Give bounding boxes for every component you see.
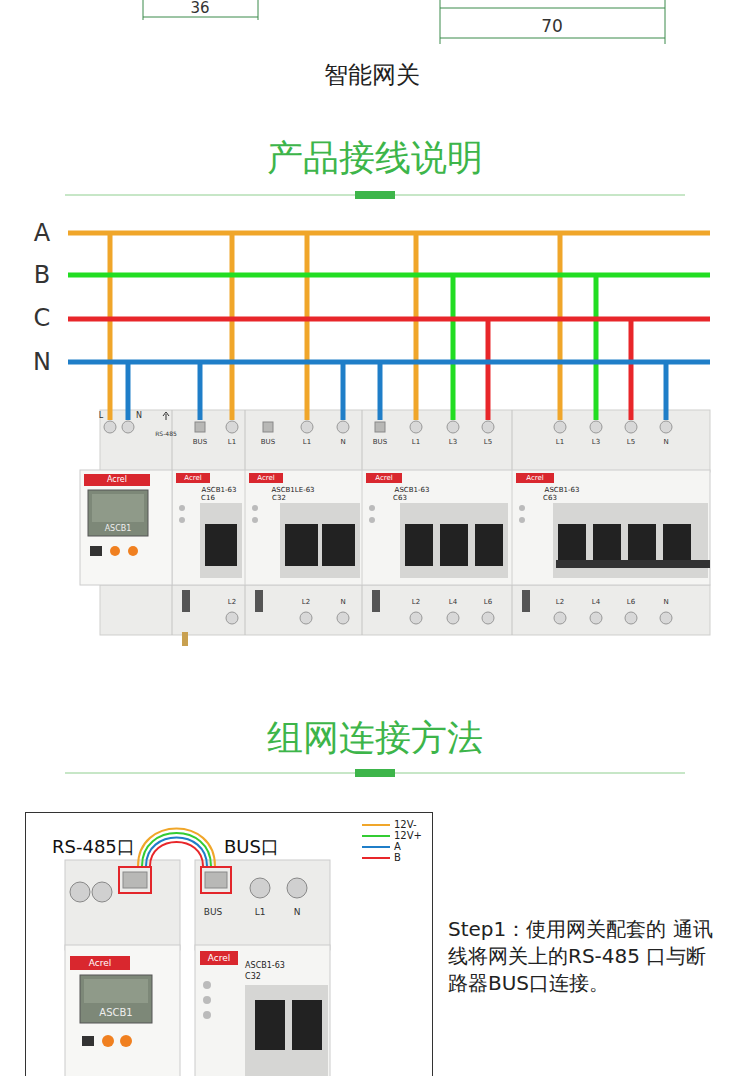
terminal-label: N [663,439,668,446]
terminal-label: L1 [228,439,236,446]
terminal-label: C63 [543,495,557,502]
port-highlight: RS-485口 [118,866,152,894]
cable-wire [142,833,211,866]
terminal-label: L1 [303,439,311,446]
legend-text: B [394,853,401,863]
section-heading: 产品接线说明 [267,140,483,176]
terminal-label: L2 [228,599,236,606]
cable-wire [138,829,215,867]
phase-label: N [33,350,51,374]
terminal-label: N [340,599,345,606]
terminal-label: L3 [592,439,600,446]
step-note: Step1：使用网关配套的 通讯线将网关上的RS-485 口与断路器BUS口连接… [448,916,718,997]
terminal-label: ASCB1 [99,1008,132,1018]
terminal-label: C63 [393,495,407,502]
terminal-label: L2 [556,599,564,606]
terminal-label: Acrel [107,476,127,484]
legend-text: 12V- [394,820,417,830]
terminal-label: N [340,439,345,446]
terminal-label: RS-485 [155,431,177,437]
terminal-label: L1 [255,908,266,917]
port-label: BUS口 [224,838,279,856]
terminal-label: BUS [373,439,387,446]
terminal-label: C32 [245,973,261,981]
terminal-label: BUS [204,908,222,917]
phase-label: A [34,221,50,245]
legend-swatch [362,846,390,848]
terminal-label: 70 [541,18,563,35]
legend-swatch [362,857,390,859]
terminal-label: Acrel [257,475,275,482]
terminal-label: ASCB1LE-63 [271,487,314,494]
terminal-label: Acrel [375,475,393,482]
terminal-label: L4 [449,599,457,606]
terminal-label: N [136,412,142,420]
terminal-label: ASCB1-63 [202,487,237,494]
port-highlight: BUS口 [200,866,232,894]
section-heading: 组网连接方法 [267,720,483,756]
terminal-label: C32 [272,495,286,502]
phase-label: B [34,263,50,287]
terminal-label: BUS [261,439,275,446]
terminal-label: L5 [627,439,635,446]
phase-label: C [34,306,51,330]
terminal-label: L1 [412,439,420,446]
terminal-label: L2 [412,599,420,606]
terminal-label: ASCB1-63 [545,487,580,494]
terminal-label: ASCB1 [105,525,132,533]
terminal-label: L3 [449,439,457,446]
terminal-label: L6 [484,599,492,606]
port-label: RS-485口 [52,838,135,856]
terminal-label: L5 [484,439,492,446]
terminal-label: BUS [193,439,207,446]
terminal-label: Acrel [89,959,112,968]
terminal-label: Acrel [208,954,231,963]
terminal-label: 36 [190,1,209,16]
terminal-label: C16 [201,495,215,502]
cable-connector [138,829,215,867]
cable-wire [150,842,203,866]
terminal-label: ASCB1-63 [245,962,285,970]
legend-swatch [362,824,390,826]
legend-text: A [394,842,401,852]
terminal-label: Acrel [526,475,544,482]
terminal-label: N [663,599,668,606]
terminal-label: N [294,908,301,917]
terminal-label: L [99,412,103,420]
legend-swatch [362,835,390,837]
terminal-label: L4 [592,599,600,606]
terminal-label: Acrel [184,475,202,482]
legend-text: 12V+ [394,831,422,841]
terminal-label: L6 [627,599,635,606]
terminal-label: L1 [556,439,564,446]
phase-label: 智能网关 [324,63,420,87]
terminal-label: L2 [302,599,310,606]
cable-wire [146,838,207,867]
terminal-label: ASCB1-63 [395,487,430,494]
